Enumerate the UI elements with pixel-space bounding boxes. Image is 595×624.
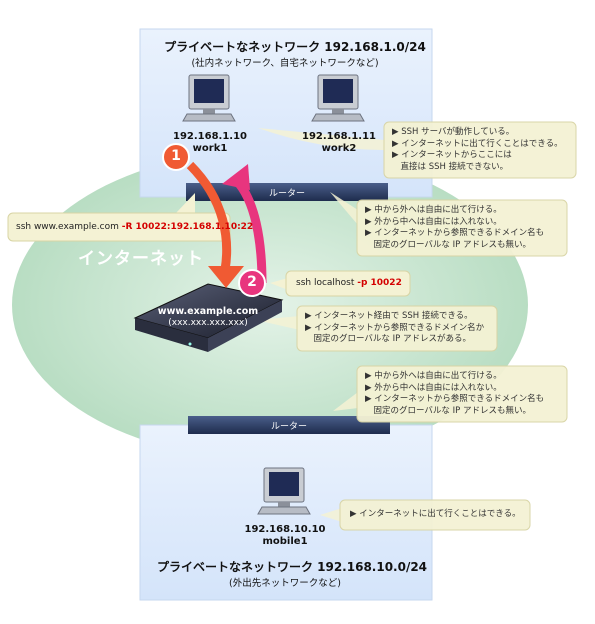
host-ip: 192.168.10.10	[244, 524, 326, 535]
host-name: mobile1	[262, 536, 308, 547]
note-line: 直接は SSH 接続できない。	[392, 161, 509, 172]
ssh-command-2: ssh localhost -p 10022	[296, 278, 402, 288]
note-router-bottom	[333, 365, 568, 423]
note-mobile1	[320, 499, 531, 531]
note-line: ▶ インターネットから参照できるドメイン名も	[365, 228, 545, 238]
step-badge-1	[162, 143, 190, 171]
note-work2	[258, 121, 577, 179]
arrow-step2-head	[222, 164, 250, 190]
cmd1-option: -R 10022:192.168.1.10:22	[121, 222, 254, 232]
note-line: ▶ 中から外へは自由に出て行ける。	[365, 205, 502, 215]
note-line: ▶ インターネットからここには	[392, 150, 512, 160]
note-server-text: ▶ インターネット経由で SSH 接続できる。 ▶ インターネットから参照できる…	[305, 311, 484, 346]
step-number: 1	[171, 148, 181, 164]
host-ip: 192.168.1.11	[301, 131, 377, 142]
callout-cmd1	[7, 193, 231, 242]
note-line: 固定のグローバルな IP アドレスも無い。	[365, 405, 531, 416]
note-line: ▶ インターネット経由で SSH 接続できる。	[305, 311, 473, 321]
top-network-title: プライベートなネットワーク 192.168.1.0/24	[164, 40, 426, 54]
step-number: 2	[247, 274, 257, 290]
top-router-label: ルーター	[268, 189, 305, 199]
cmd2-option: -p 10022	[357, 278, 402, 288]
note-line: ▶ インターネットに出て行くことはできる。	[350, 509, 521, 519]
bottom-network-title: プライベートなネットワーク 192.168.10.0/24	[156, 560, 428, 574]
note-line: ▶ 中から外へは自由に出て行ける。	[365, 371, 502, 381]
note-router-top	[330, 192, 568, 257]
server-name: www.example.com	[157, 306, 259, 317]
host-name: work1	[192, 143, 228, 154]
note-line: ▶ 外から中へは自由には入れない。	[365, 382, 502, 393]
computer-icon	[257, 467, 311, 515]
server-address: (xxx.xxx.xxx.xxx)	[168, 318, 248, 328]
bottom-network-subtitle: (外出先ネットワークなど)	[229, 578, 341, 589]
computer-icon	[311, 74, 365, 122]
note-line: 固定のグローバルな IP アドレスがある。	[305, 334, 471, 344]
note-line: ▶ 外から中へは自由には入れない。	[365, 216, 502, 227]
cmd2-prefix: ssh localhost	[296, 278, 358, 288]
arrow-step1	[186, 161, 232, 271]
note-line: ▶ インターネットから参照できるドメイン名も	[365, 394, 545, 404]
note-server	[256, 305, 498, 352]
note-router-bottom-text: ▶ 中から外へは自由に出て行ける。 ▶ 外から中へは自由には入れない。 ▶ イン…	[365, 371, 544, 417]
note-work2-text: ▶ SSH サーバが動作している。 ▶ インターネットに出て行くことはできる。 …	[392, 127, 563, 173]
host-name: work2	[321, 143, 357, 154]
cmd1-prefix: ssh www.example.com	[16, 222, 122, 232]
step-badge-2	[238, 269, 266, 297]
note-mobile1-text: ▶ インターネットに出て行くことはできる。	[350, 509, 521, 521]
note-line: ▶ SSH サーバが動作している。	[392, 127, 515, 137]
top-network-subtitle: (社内ネットワーク、自宅ネットワークなど)	[191, 58, 379, 69]
internet-label: インターネット	[78, 249, 204, 269]
bottom-router	[188, 416, 390, 434]
computer-icon	[182, 74, 236, 122]
ssh-command-1: ssh www.example.com -R 10022:192.168.1.1…	[16, 222, 253, 232]
arrow-step1-head	[208, 266, 244, 288]
note-line: ▶ インターネットに出て行くことはできる。	[392, 138, 563, 149]
server-icon	[133, 283, 284, 352]
callout-cmd2	[270, 270, 411, 297]
note-line: ▶ インターネットから参照できるドメイン名か	[305, 322, 485, 333]
bottom-router-label: ルーター	[270, 422, 307, 432]
note-line: 固定のグローバルな IP アドレスも無い。	[365, 239, 531, 250]
note-router-top-text: ▶ 中から外へは自由に出て行ける。 ▶ 外から中へは自由には入れない。 ▶ イン…	[365, 205, 544, 251]
host-ip: 192.168.1.10	[172, 131, 248, 142]
